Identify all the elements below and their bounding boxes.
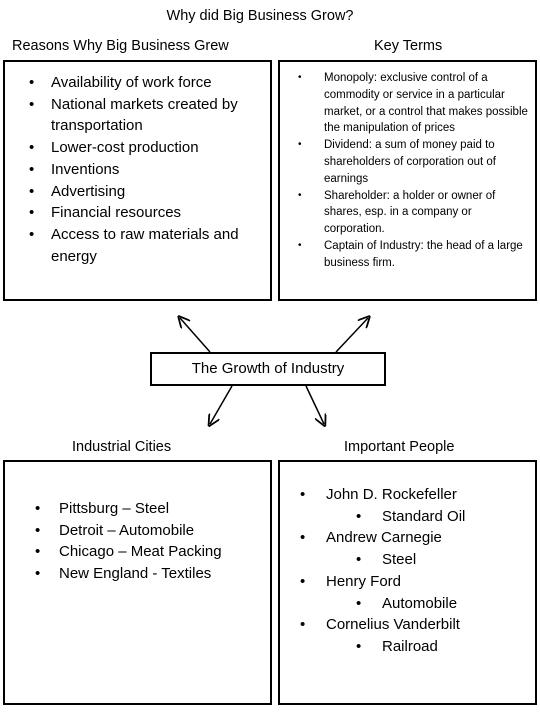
arrow-to-key-terms bbox=[335, 318, 368, 353]
key-terms-heading: Key Terms bbox=[374, 38, 443, 54]
arrow-to-reasons bbox=[180, 318, 211, 353]
cities-box: Pittsburg – Steel Detroit – Automobile C… bbox=[3, 460, 272, 705]
term-item: Dividend: a sum of money paid to shareho… bbox=[298, 137, 528, 187]
key-terms-list: Monopoly: exclusive control of a commodi… bbox=[298, 70, 528, 272]
reason-item: Lower-cost production bbox=[29, 137, 249, 159]
person-name: Cornelius Vanderbilt bbox=[300, 614, 530, 636]
reasons-box: Availability of work force National mark… bbox=[3, 60, 272, 301]
growth-of-industry-box: The Growth of Industry bbox=[150, 352, 386, 386]
person-name: Henry Ford bbox=[300, 571, 530, 593]
reason-item: Availability of work force bbox=[29, 72, 249, 94]
person-detail: Standard Oil bbox=[300, 506, 530, 528]
person-detail: Railroad bbox=[300, 636, 530, 658]
person-name: John D. Rockefeller bbox=[300, 484, 530, 506]
reasons-list: Availability of work force National mark… bbox=[29, 72, 249, 267]
people-heading: Important People bbox=[344, 439, 455, 455]
reason-item: Inventions bbox=[29, 159, 249, 181]
arrow-to-cities bbox=[210, 385, 233, 424]
city-item: Pittsburg – Steel bbox=[35, 498, 255, 520]
reason-item: Access to raw materials and energy bbox=[29, 224, 249, 267]
people-box: John D. Rockefeller Standard Oil Andrew … bbox=[278, 460, 537, 705]
term-item: Captain of Industry: the head of a large… bbox=[298, 238, 528, 272]
main-title: Why did Big Business Grow? bbox=[166, 8, 354, 24]
term-item: Monopoly: exclusive control of a commodi… bbox=[298, 70, 528, 137]
person-detail: Automobile bbox=[300, 593, 530, 615]
reason-item: National markets created by transportati… bbox=[29, 94, 249, 137]
city-item: New England - Textiles bbox=[35, 563, 255, 585]
cities-list: Pittsburg – Steel Detroit – Automobile C… bbox=[35, 498, 255, 585]
key-terms-box: Monopoly: exclusive control of a commodi… bbox=[278, 60, 537, 301]
arrow-to-people bbox=[305, 385, 324, 424]
reasons-heading: Reasons Why Big Business Grew bbox=[12, 38, 229, 54]
cities-heading: Industrial Cities bbox=[72, 439, 172, 455]
person-name: Andrew Carnegie bbox=[300, 527, 530, 549]
reason-item: Advertising bbox=[29, 181, 249, 203]
people-list: John D. Rockefeller Standard Oil Andrew … bbox=[300, 484, 530, 658]
city-item: Detroit – Automobile bbox=[35, 520, 255, 542]
term-item: Shareholder: a holder or owner of shares… bbox=[298, 188, 528, 238]
city-item: Chicago – Meat Packing bbox=[35, 541, 255, 563]
person-detail: Steel bbox=[300, 549, 530, 571]
reason-item: Financial resources bbox=[29, 202, 249, 224]
